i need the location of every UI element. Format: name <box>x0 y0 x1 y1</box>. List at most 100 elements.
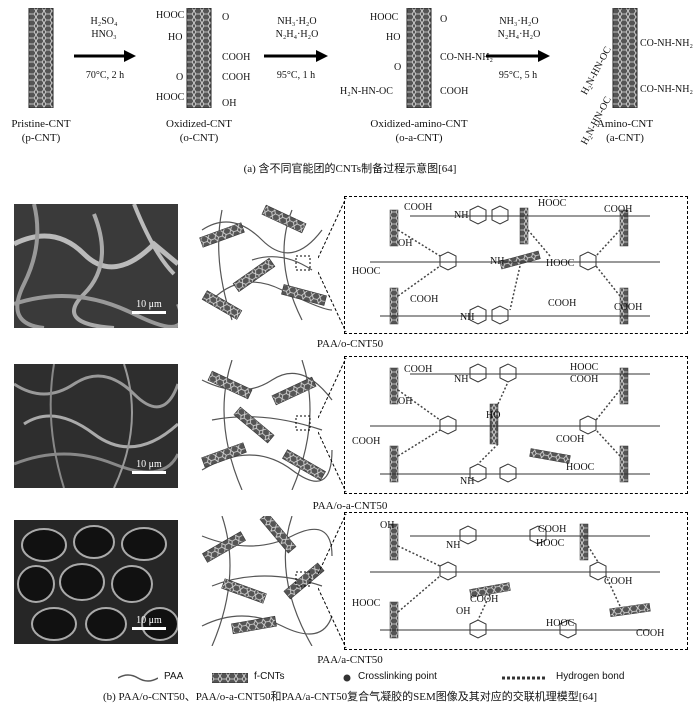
mol-3-oh-2: OH <box>456 606 471 617</box>
caption-a: (a) 含不同官能团的CNTs制备过程示意图[64] <box>243 163 457 175</box>
arrow-1-condition: 70°C, 2 h <box>85 70 125 81</box>
sem-texture-3 <box>14 520 178 644</box>
mol-2-ho-1: HO <box>486 410 501 421</box>
arrow-1-reagent-2: HNO₃ <box>91 29 117 40</box>
sem-image-1: 10 μm <box>14 204 178 328</box>
mol-3-cooh-3: COOH <box>470 594 499 605</box>
oa-cnt-group-o-2: O <box>394 62 402 73</box>
mol-1-cooh-5: COOH <box>614 302 643 313</box>
o-cnt-group-o-1: O <box>222 12 230 23</box>
mol-3-cooh-2: COOH <box>604 576 633 587</box>
o-cnt-group-hooc-1: HOOC <box>156 10 185 21</box>
mol-3-cooh-4: COOH <box>636 628 665 639</box>
mechanism-box-3 <box>344 512 688 650</box>
mol-2-cooh-4: COOH <box>556 434 585 445</box>
oxidized-amino-cnt-tube <box>406 8 432 108</box>
sem-image-2: 10 μm <box>14 364 178 488</box>
legend-paa-label: PAA <box>164 671 184 682</box>
panel-3-title: PAA/a-CNT50 <box>317 654 383 666</box>
arrow-2 <box>264 50 328 62</box>
mol-3-cooh-1: COOH <box>538 524 567 535</box>
arrow-2-reagent-1: NH₃·H₂O <box>277 16 317 27</box>
mechanism-box-2 <box>344 356 688 494</box>
legend-hbond-line <box>502 676 546 680</box>
pristine-cnt-tube <box>28 8 54 108</box>
scale-label-1: 10 μm <box>136 299 162 310</box>
network-model-1 <box>199 204 333 321</box>
mol-1-nh-1: NH <box>454 210 469 221</box>
mol-2-cooh-2: COOH <box>570 374 599 385</box>
o-cnt-group-oh: OH <box>222 98 237 109</box>
o-cnt-group-cooh-2: COOH <box>222 72 251 83</box>
mol-1-cooh-2: COOH <box>604 204 633 215</box>
legend-fcnt-symbol <box>212 673 248 683</box>
legend-paa-line <box>118 674 158 682</box>
oa-cnt-group-h2nhnoc: H₂N-HN-OC <box>340 86 393 97</box>
mechanism-diagram-3 <box>370 523 660 639</box>
scale-bar-2: 10 μm <box>132 459 166 474</box>
stage-2-name: Oxidized-CNT <box>166 118 232 130</box>
panel-2-title: PAA/o-a-CNT50 <box>312 500 388 512</box>
mol-3-hooc-1: HOOC <box>536 538 565 549</box>
mol-2-oh-1: OH <box>398 396 413 407</box>
a-cnt-group-left-1: H₂N-HN-OC <box>579 44 614 97</box>
stage-4-name: Amino-CNT <box>596 118 654 130</box>
mechanism-diagram-2 <box>370 363 660 483</box>
legend-crosslink-label: Crosslinking point <box>358 671 437 682</box>
mol-3-nh-1: NH <box>446 540 461 551</box>
legend-fcnt-label: f-CNTs <box>254 671 285 682</box>
zoom-lines-2 <box>318 357 347 493</box>
stage-3-abbr: (o-a-CNT) <box>395 132 443 144</box>
sem-image-3: 10 μm <box>14 520 178 644</box>
oxidized-cnt-tube <box>186 8 212 108</box>
sem-texture-2 <box>14 364 178 488</box>
arrow-3-condition: 95°C, 5 h <box>498 70 538 81</box>
stage-3-name: Oxidized-amino-CNT <box>370 118 468 130</box>
arrow-2-condition: 95°C, 1 h <box>276 70 316 81</box>
mol-1-nh-2: NH <box>490 256 505 267</box>
o-cnt-group-o-2: O <box>176 72 184 83</box>
mol-1-hooc-3: HOOC <box>546 258 575 269</box>
o-cnt-group-hooc-2: HOOC <box>156 92 185 103</box>
mol-3-hooc-3: HOOC <box>546 618 575 629</box>
legend-crosslink-dot <box>343 674 351 682</box>
arrow-1-reagent-1: H₂SO₄ <box>90 16 118 27</box>
mol-3-hooc-2: HOOC <box>352 598 381 609</box>
arrow-2-reagent-2: N₂H₄·H₂O <box>275 29 319 40</box>
a-cnt-group-right-1: CO-NH-NH₂ <box>640 38 693 49</box>
scale-label-2: 10 μm <box>136 459 162 470</box>
mol-1-cooh-4: COOH <box>548 298 577 309</box>
arrow-3-reagent-2: N₂H₄·H₂O <box>497 29 541 40</box>
mol-1-cooh-1: COOH <box>404 202 433 213</box>
stage-4-abbr: (a-CNT) <box>606 132 644 144</box>
arrow-1 <box>74 50 136 62</box>
stage-1-abbr: (p-CNT) <box>21 132 61 144</box>
sem-texture-1 <box>14 204 178 328</box>
oa-cnt-group-hooc: HOOC <box>370 12 399 23</box>
mol-1-nh-3: NH <box>460 312 475 323</box>
mol-3-oh-1: OH <box>380 520 395 531</box>
mol-1-hooc-2: HOOC <box>352 266 381 277</box>
stage-1-name: Pristine-CNT <box>11 118 71 130</box>
mol-2-hooc-2: HOOC <box>566 462 595 473</box>
mechanism-box-1 <box>344 196 688 334</box>
mol-1-hooc-1: HOOC <box>538 198 567 209</box>
amino-cnt-tube <box>612 8 638 108</box>
a-cnt-group-right-2: CO-NH-NH₂ <box>640 84 693 95</box>
oa-cnt-group-ho: HO <box>386 32 401 43</box>
legend-hbond-label: Hydrogen bond <box>556 671 625 682</box>
network-model-3 <box>201 516 333 646</box>
mol-2-nh-2: NH <box>460 476 475 487</box>
mol-1-cooh-3: COOH <box>410 294 439 305</box>
mol-1-oh-1: OH <box>398 238 413 249</box>
arrow-3-reagent-1: NH₃·H₂O <box>499 16 539 27</box>
zoom-lines-3 <box>318 513 347 649</box>
scale-label-3: 10 μm <box>136 615 162 626</box>
oa-cnt-group-cooh: COOH <box>440 86 469 97</box>
mol-2-hooc-1: HOOC <box>570 362 599 373</box>
mechanism-diagram-1 <box>370 205 660 325</box>
network-model-2 <box>201 360 333 490</box>
mol-2-cooh-3: COOH <box>352 436 381 447</box>
mol-2-cooh-1: COOH <box>404 364 433 375</box>
stage-2-abbr: (o-CNT) <box>179 132 219 144</box>
